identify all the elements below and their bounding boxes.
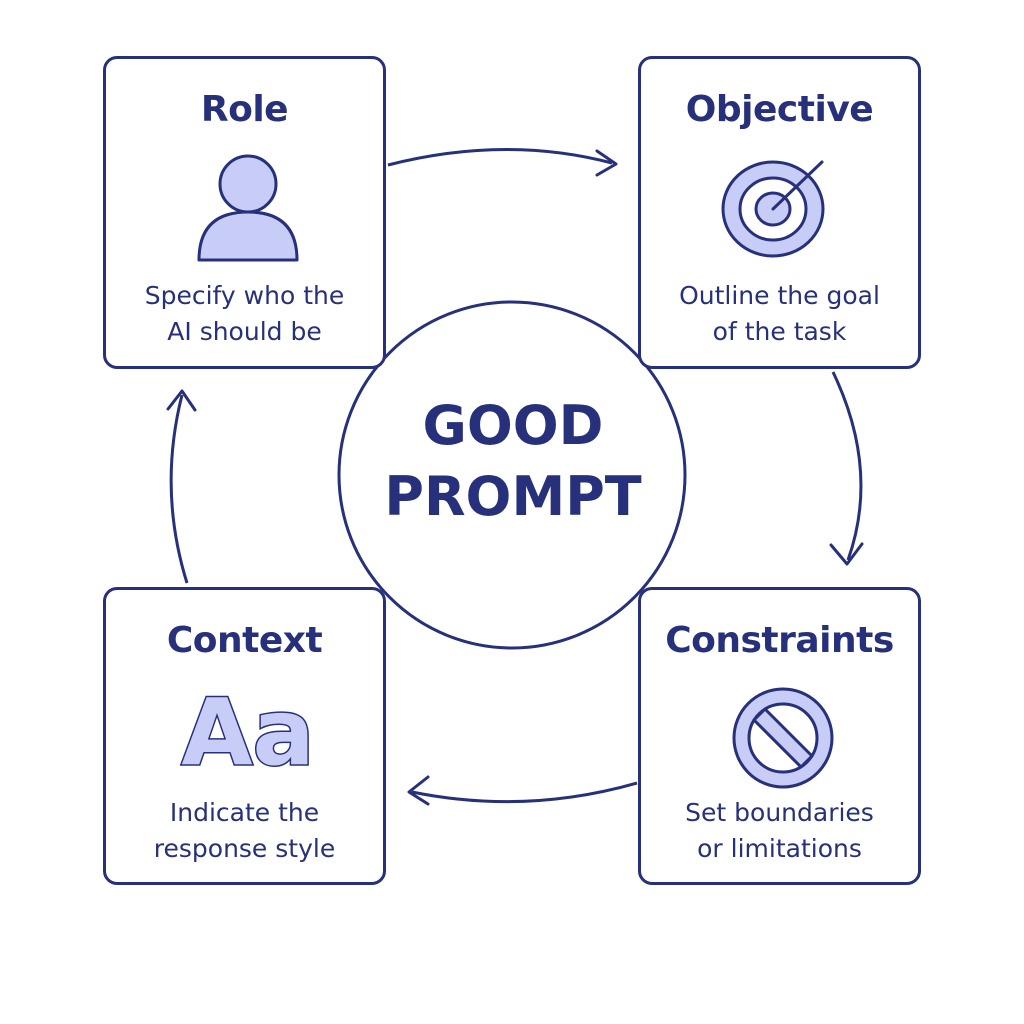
role-desc-line1: Specify who the [144, 281, 345, 310]
center-circle-shape [337, 300, 687, 650]
typography-aa-icon: Aa [180, 678, 316, 778]
arrowhead-objective-to-constraints [829, 542, 864, 566]
context-title: Context [166, 620, 323, 661]
center-title-line2: PROMPT [384, 465, 642, 528]
constraints-desc-line1: Set boundaries [685, 798, 874, 827]
arrow-objective-to-constraints [831, 371, 863, 561]
arrow-constraints-to-context [411, 781, 638, 804]
role-desc-line2: AI should be [167, 317, 322, 346]
context-desc-line2: response style [153, 834, 336, 863]
objective-title: Objective [685, 89, 874, 130]
objective-description: Outline the goal of the task [641, 278, 918, 350]
objective-desc-line2: of the task [712, 317, 847, 346]
center-label: GOOD PROMPT [339, 329, 687, 621]
context-desc-line1: Indicate the [169, 798, 320, 827]
constraints-card: Constraints Set boundaries or limitation… [638, 587, 921, 885]
arrowhead-context-to-role [166, 389, 197, 412]
person-icon [197, 154, 299, 262]
center-title-line1: GOOD [422, 394, 604, 457]
context-card: Context Aa Indicate the response style [103, 587, 386, 885]
context-description: Indicate the response style [106, 795, 383, 867]
constraints-desc-line2: or limitations [697, 834, 862, 863]
role-card: Role Specify who the AI should be [103, 56, 386, 369]
constraints-description: Set boundaries or limitations [641, 795, 918, 867]
objective-desc-line1: Outline the goal [679, 281, 880, 310]
objective-card: Objective Outline the goal of the task [638, 56, 921, 369]
typography-aa-glyphs: Aa [181, 679, 314, 778]
role-description: Specify who the AI should be [106, 278, 383, 350]
role-title: Role [200, 89, 289, 130]
arrowhead-role-to-objective [595, 149, 618, 177]
arrowhead-constraints-to-context [407, 775, 430, 806]
constraints-title: Constraints [665, 620, 894, 661]
arrow-role-to-objective [387, 148, 613, 167]
prohibited-icon [732, 687, 834, 789]
arrow-context-to-role [169, 394, 189, 584]
target-icon [721, 160, 825, 258]
